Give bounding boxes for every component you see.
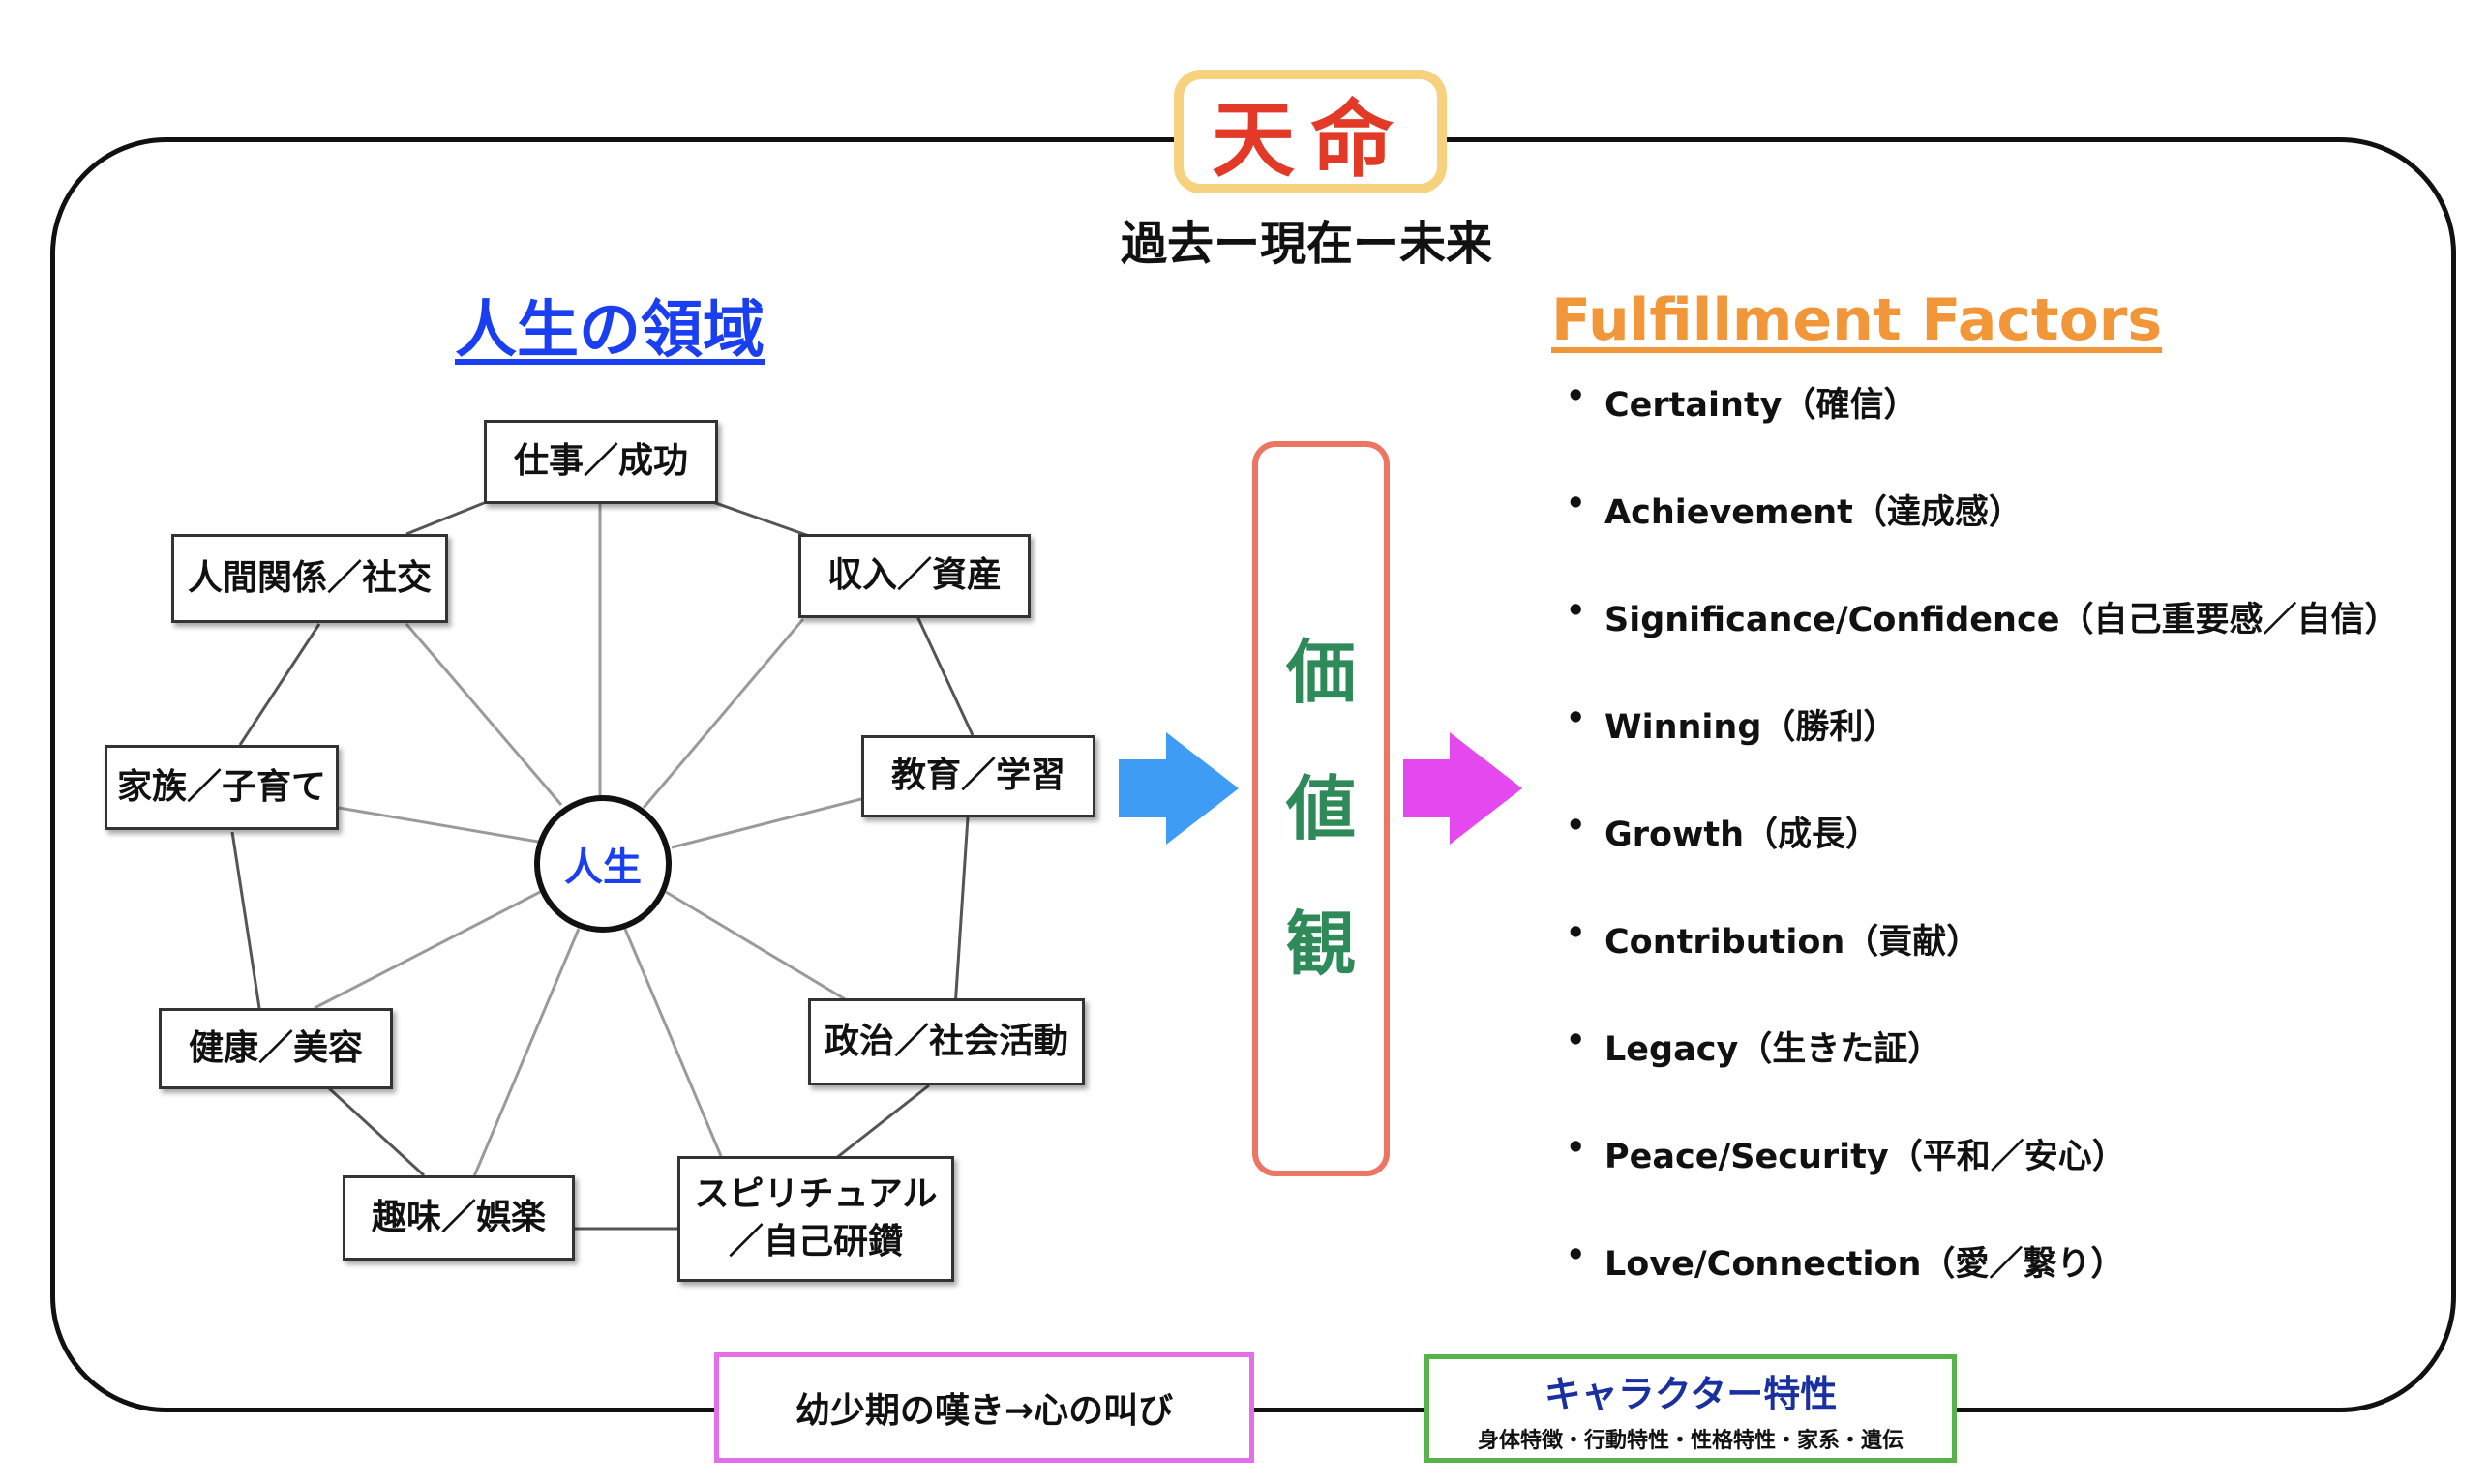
node-spiritual-selfdev: スピリチュアル ／自己研鑽 — [677, 1156, 954, 1282]
node-health-beauty: 健康／美容 — [159, 1008, 393, 1089]
list-item: •Certainty（確信） — [1566, 377, 1918, 425]
character-traits-box: キャラクター特性 身体特徴・行動特性・性格特性・家系・遺伝 — [1424, 1354, 1957, 1463]
fulfillment-list: •Certainty（確信） •Achievement（達成感） •Signif… — [1566, 377, 2437, 1344]
magenta-right-arrow-icon — [1403, 732, 1522, 845]
list-item: •Love/Connection（愛／繋り） — [1566, 1236, 2125, 1284]
bullet-icon: • — [1566, 1022, 1586, 1058]
blue-right-arrow-icon — [1119, 732, 1239, 845]
life-domains-heading: 人生の領域 — [455, 295, 765, 367]
title-badge: 天命 — [1174, 70, 1447, 193]
node-income-assets: 収入／資産 — [798, 534, 1031, 618]
bullet-icon: • — [1566, 699, 1586, 736]
list-item: •Contribution（貢献） — [1566, 914, 1981, 962]
center-label: 人生 — [564, 846, 642, 890]
bullet-icon: • — [1566, 914, 1586, 951]
bullet-icon: • — [1566, 377, 1586, 414]
node-family-parenting: 家族／子育て — [105, 745, 339, 830]
bullet-icon: • — [1566, 807, 1586, 844]
values-char-2: 値 — [1285, 767, 1356, 849]
list-item: •Peace/Security（平和／安心） — [1566, 1129, 2126, 1176]
bullet-icon: • — [1566, 592, 1586, 629]
center-node-life: 人生 — [534, 795, 672, 933]
list-item: •Winning（勝利） — [1566, 699, 1898, 747]
spoke-lines — [314, 504, 862, 1177]
timeline-text: 過去ー現在ー未来 — [1120, 217, 1492, 271]
bullet-icon: • — [1566, 1129, 1586, 1166]
bullet-icon: • — [1566, 485, 1586, 521]
list-item: •Growth（成長） — [1566, 807, 1880, 854]
node-relationships-social: 人間関係／社交 — [171, 534, 448, 623]
values-char-1: 価 — [1285, 632, 1356, 714]
values-box: 価 値 観 — [1252, 441, 1390, 1176]
childhood-lament-box: 幼少期の嘆き→心の叫び — [714, 1352, 1254, 1463]
list-item: •Significance/Confidence（自己重要感／自信） — [1566, 592, 2399, 639]
fulfillment-heading: Fulfillment Factors — [1551, 286, 2163, 354]
childhood-lament-label: 幼少期の嘆き→心の叫び — [795, 1391, 1174, 1431]
node-work-success: 仕事／成功 — [484, 420, 718, 504]
title-text: 天命 — [1212, 91, 1409, 189]
node-hobby-entertainment: 趣味／娯楽 — [343, 1175, 575, 1261]
values-char-3: 観 — [1285, 904, 1356, 986]
node-education-learning: 教育／学習 — [861, 735, 1095, 817]
list-item: •Legacy（生きた証） — [1566, 1022, 1942, 1069]
bullet-icon: • — [1566, 1236, 1586, 1273]
character-traits-subtitle: 身体特徴・行動特性・性格特性・家系・遺伝 — [1477, 1428, 1904, 1453]
list-item: •Achievement（達成感） — [1566, 485, 2023, 532]
node-politics-social: 政治／社会活動 — [808, 998, 1085, 1085]
character-traits-title: キャラクター特性 — [1544, 1372, 1838, 1415]
